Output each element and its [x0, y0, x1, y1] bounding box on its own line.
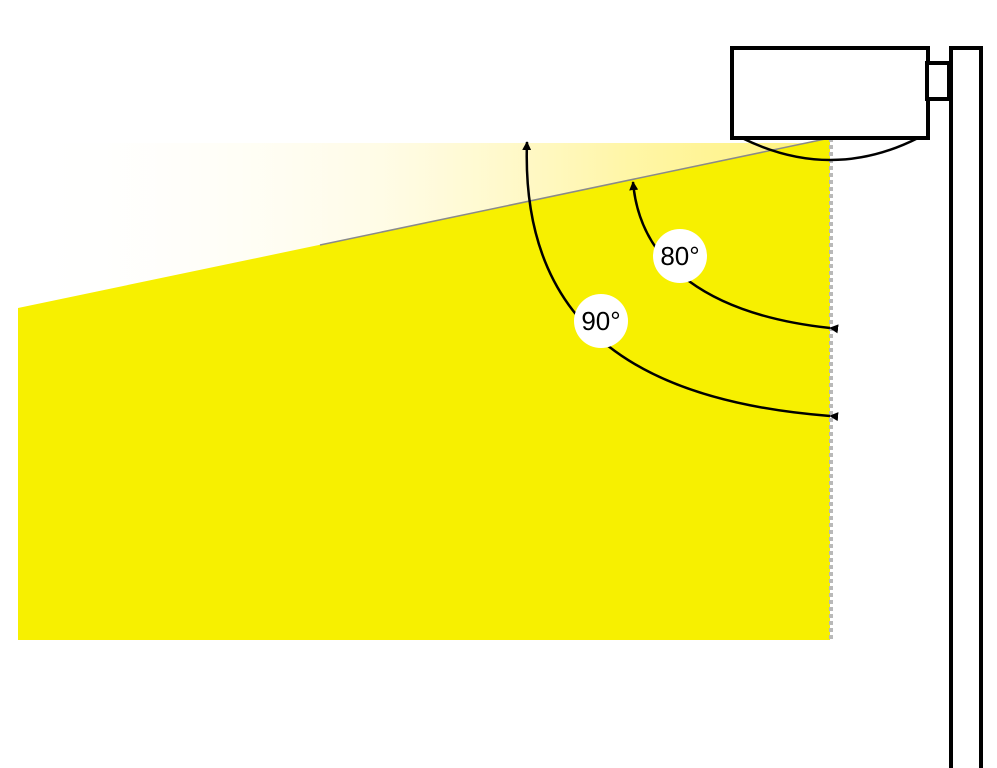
angle-label-80: 80° — [653, 229, 707, 283]
angle-label-90: 90° — [574, 294, 628, 348]
pole-icon — [949, 46, 983, 768]
angle-label-90-text: 90° — [581, 306, 620, 336]
angle-label-80-text: 80° — [660, 241, 699, 271]
